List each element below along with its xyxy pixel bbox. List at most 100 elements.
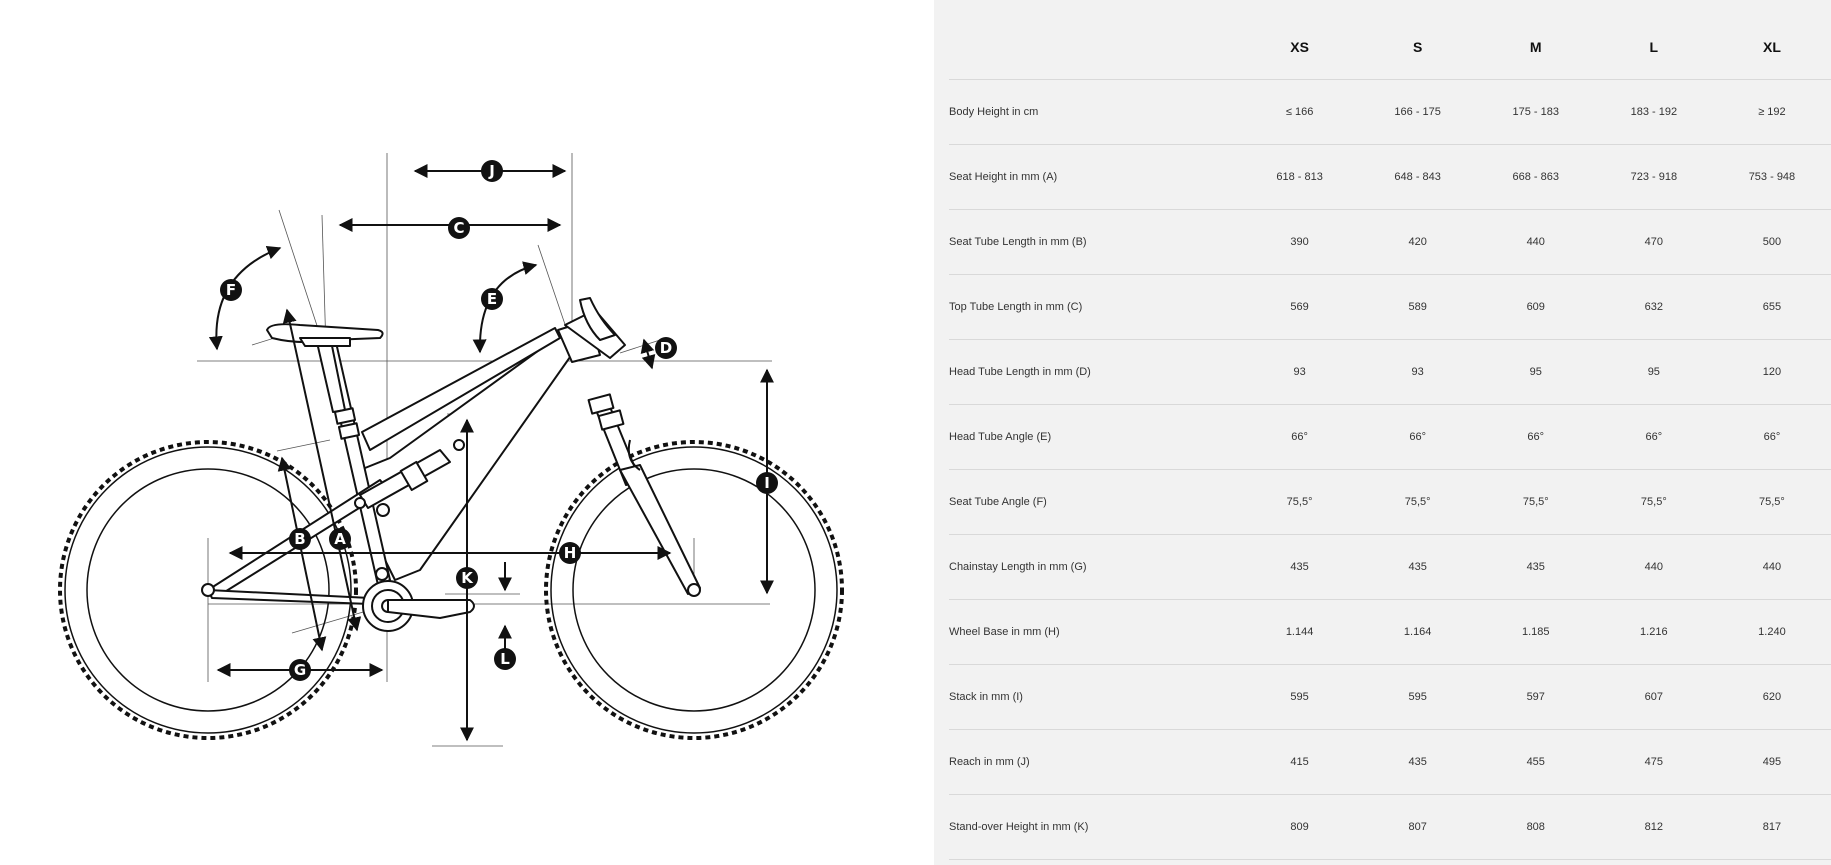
- svg-text:A: A: [334, 530, 346, 548]
- row-label: Reach in mm (J): [949, 729, 1241, 795]
- svg-text:E: E: [487, 290, 497, 308]
- label-badge-g: G: [289, 659, 311, 681]
- row-label: Chainstay Length in mm (G): [949, 534, 1241, 600]
- row-value: 1.185: [1476, 599, 1595, 665]
- label-badge-f: F: [220, 279, 242, 301]
- row-value: 435: [1240, 534, 1359, 600]
- row-value: 66°: [1712, 404, 1831, 470]
- size-header-xl: XL: [1712, 15, 1831, 80]
- table-header-row: XS S M L XL: [949, 15, 1831, 80]
- svg-text:I: I: [764, 474, 770, 492]
- row-value: 500: [1712, 209, 1831, 275]
- row-value: 595: [1240, 664, 1359, 730]
- row-value: 66°: [1476, 404, 1595, 470]
- row-value: 435: [1358, 534, 1477, 600]
- svg-text:D: D: [660, 339, 672, 357]
- row-value: 183 - 192: [1594, 79, 1713, 145]
- row-value: 175 - 183: [1476, 79, 1595, 145]
- svg-text:G: G: [294, 661, 306, 679]
- row-label: Head Tube Length in mm (D): [949, 339, 1241, 405]
- row-value: 607: [1594, 664, 1713, 730]
- row-value: 817: [1712, 794, 1831, 860]
- row-value: 808: [1476, 794, 1595, 860]
- label-badge-j: J: [481, 160, 503, 182]
- row-value: 648 - 843: [1358, 144, 1477, 210]
- label-badge-k: K: [456, 567, 478, 589]
- header-empty-cell: [949, 15, 1241, 80]
- row-value: 455: [1476, 729, 1595, 795]
- row-value: 595: [1358, 664, 1477, 730]
- row-value: 415: [1240, 729, 1359, 795]
- row-label: Stand-over Height in mm (K): [949, 794, 1241, 860]
- row-value: 420: [1358, 209, 1477, 275]
- svg-text:C: C: [453, 219, 464, 237]
- row-value: 66°: [1594, 404, 1713, 470]
- bike-geometry-diagram: A B C D E F G H I J K L: [58, 153, 844, 747]
- svg-text:J: J: [488, 162, 495, 180]
- row-label: Seat Height in mm (A): [949, 144, 1241, 210]
- row-value: 95: [1476, 339, 1595, 405]
- row-value: ≥ 192: [1712, 79, 1831, 145]
- row-value: 93: [1358, 339, 1477, 405]
- row-label: Wheel Base in mm (H): [949, 599, 1241, 665]
- label-badge-l: L: [494, 648, 516, 670]
- label-badge-b: B: [289, 528, 311, 550]
- row-label: Body Height in cm: [949, 79, 1241, 145]
- row-value: 66°: [1240, 404, 1359, 470]
- label-badge-i: I: [756, 472, 778, 494]
- row-value: 1.216: [1594, 599, 1713, 665]
- row-value: 632: [1594, 274, 1713, 340]
- row-value: ≤ 166: [1240, 79, 1359, 145]
- row-value: 440: [1712, 534, 1831, 600]
- table-row: Seat Tube Angle (F)75,5°75,5°75,5°75,5°7…: [949, 469, 1831, 535]
- row-value: 120: [1712, 339, 1831, 405]
- row-value: 620: [1712, 664, 1831, 730]
- size-header-m: M: [1476, 15, 1595, 80]
- row-value: 75,5°: [1476, 469, 1595, 535]
- row-value: 1.240: [1712, 599, 1831, 665]
- row-label: Stack in mm (I): [949, 664, 1241, 730]
- row-value: 597: [1476, 664, 1595, 730]
- row-value: 475: [1594, 729, 1713, 795]
- label-badge-a: A: [329, 528, 351, 550]
- row-value: 75,5°: [1358, 469, 1477, 535]
- row-value: 609: [1476, 274, 1595, 340]
- row-value: 435: [1358, 729, 1477, 795]
- row-value: 75,5°: [1240, 469, 1359, 535]
- row-value: 655: [1712, 274, 1831, 340]
- row-value: 723 - 918: [1594, 144, 1713, 210]
- row-label: Head Tube Angle (E): [949, 404, 1241, 470]
- dimension-labels: A B C D E F G H I J K L: [220, 160, 778, 681]
- row-value: 753 - 948: [1712, 144, 1831, 210]
- row-value: 1.164: [1358, 599, 1477, 665]
- label-badge-e: E: [481, 288, 503, 310]
- table-row: Head Tube Angle (E)66°66°66°66°66°: [949, 404, 1831, 470]
- row-value: 812: [1594, 794, 1713, 860]
- row-value: 589: [1358, 274, 1477, 340]
- row-label: Seat Tube Length in mm (B): [949, 209, 1241, 275]
- row-value: 166 - 175: [1358, 79, 1477, 145]
- label-badge-d: D: [655, 337, 677, 359]
- size-header-l: L: [1594, 15, 1713, 80]
- row-value: 440: [1594, 534, 1713, 600]
- row-value: 809: [1240, 794, 1359, 860]
- row-label: Top Tube Length in mm (C): [949, 274, 1241, 340]
- row-value: 618 - 813: [1240, 144, 1359, 210]
- svg-text:K: K: [461, 569, 474, 587]
- row-value: 668 - 863: [1476, 144, 1595, 210]
- row-value: 93: [1240, 339, 1359, 405]
- svg-text:L: L: [500, 650, 510, 668]
